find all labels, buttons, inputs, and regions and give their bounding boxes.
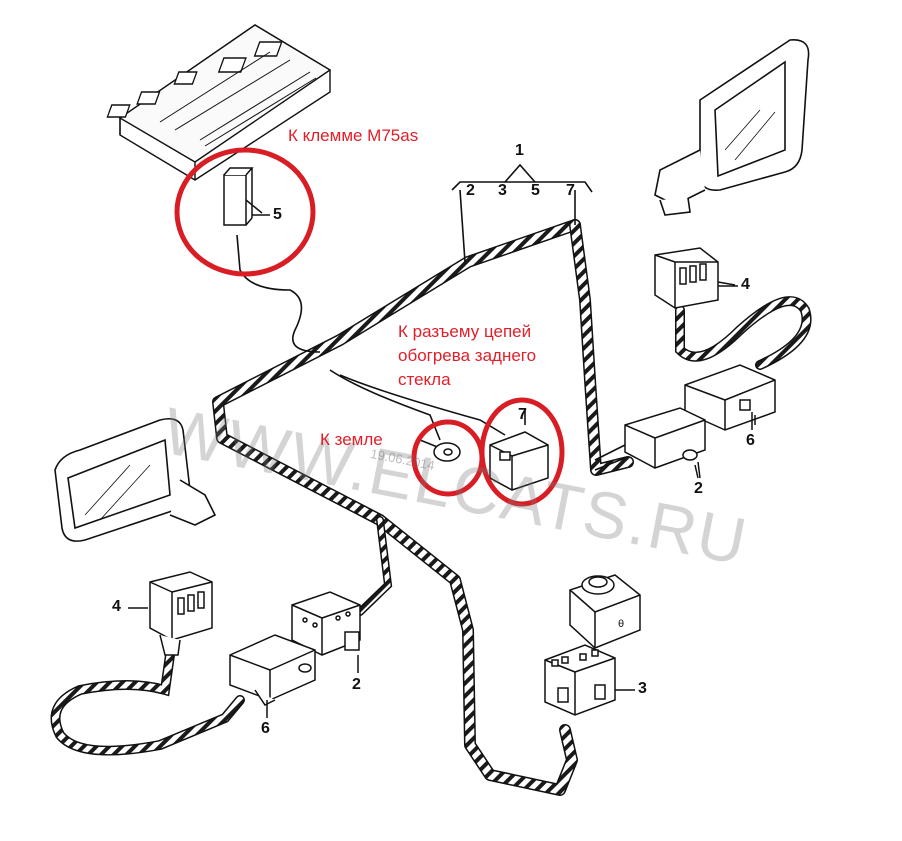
annotation-heater-line1: К разъему цепей: [398, 322, 532, 341]
callout-7: 7: [518, 406, 527, 423]
annotation-heater-line3: стекла: [398, 370, 451, 389]
callout-5-top: 5: [531, 182, 540, 199]
left-mirror: [54, 417, 217, 542]
relay-panel: [106, 24, 332, 181]
callout-6-left: 6: [261, 720, 270, 737]
connector-6-left: [229, 634, 316, 706]
right-branch-harness: [675, 296, 812, 370]
connector-2-center: [291, 591, 361, 656]
ground-ring-terminal: [419, 439, 461, 462]
callout-4-left: 4: [112, 598, 121, 615]
callout-5: 5: [273, 206, 282, 223]
callout-2-center: 2: [352, 676, 361, 693]
highlight-circle-5: [174, 147, 316, 277]
annotation-terminal: К клемме M75as: [288, 126, 419, 145]
switch-module: θ: [569, 574, 641, 649]
right-mirror: [654, 39, 810, 216]
thin-wires: [236, 189, 626, 471]
callout-2-top: 2: [466, 182, 475, 199]
left-branch-harness: [50, 516, 393, 756]
plug-7: [489, 431, 549, 491]
callout-6-right: 6: [746, 432, 755, 449]
callout-leaders: [128, 214, 753, 718]
main-harness: [212, 219, 634, 796]
callout-3-top: 3: [498, 182, 507, 199]
callout-2-right: 2: [694, 480, 703, 497]
connector-4-left: [149, 571, 213, 656]
svg-text:θ: θ: [618, 619, 624, 630]
callout-1: 1: [515, 142, 524, 159]
callout-1-bracket: [451, 163, 593, 193]
connector-2-right: [624, 407, 706, 479]
connector-4-right: [654, 247, 736, 309]
callout-7-top: 7: [566, 182, 575, 199]
highlight-circles: [174, 147, 565, 507]
annotation-ground: К земле: [320, 430, 383, 449]
plug-5: [223, 167, 263, 226]
callout-3: 3: [638, 680, 647, 697]
annotation-heater-line2: обогрева заднего: [398, 346, 537, 365]
highlight-circle-7: [479, 397, 565, 507]
connector-3: [544, 644, 616, 716]
callout-4-right: 4: [741, 276, 750, 293]
